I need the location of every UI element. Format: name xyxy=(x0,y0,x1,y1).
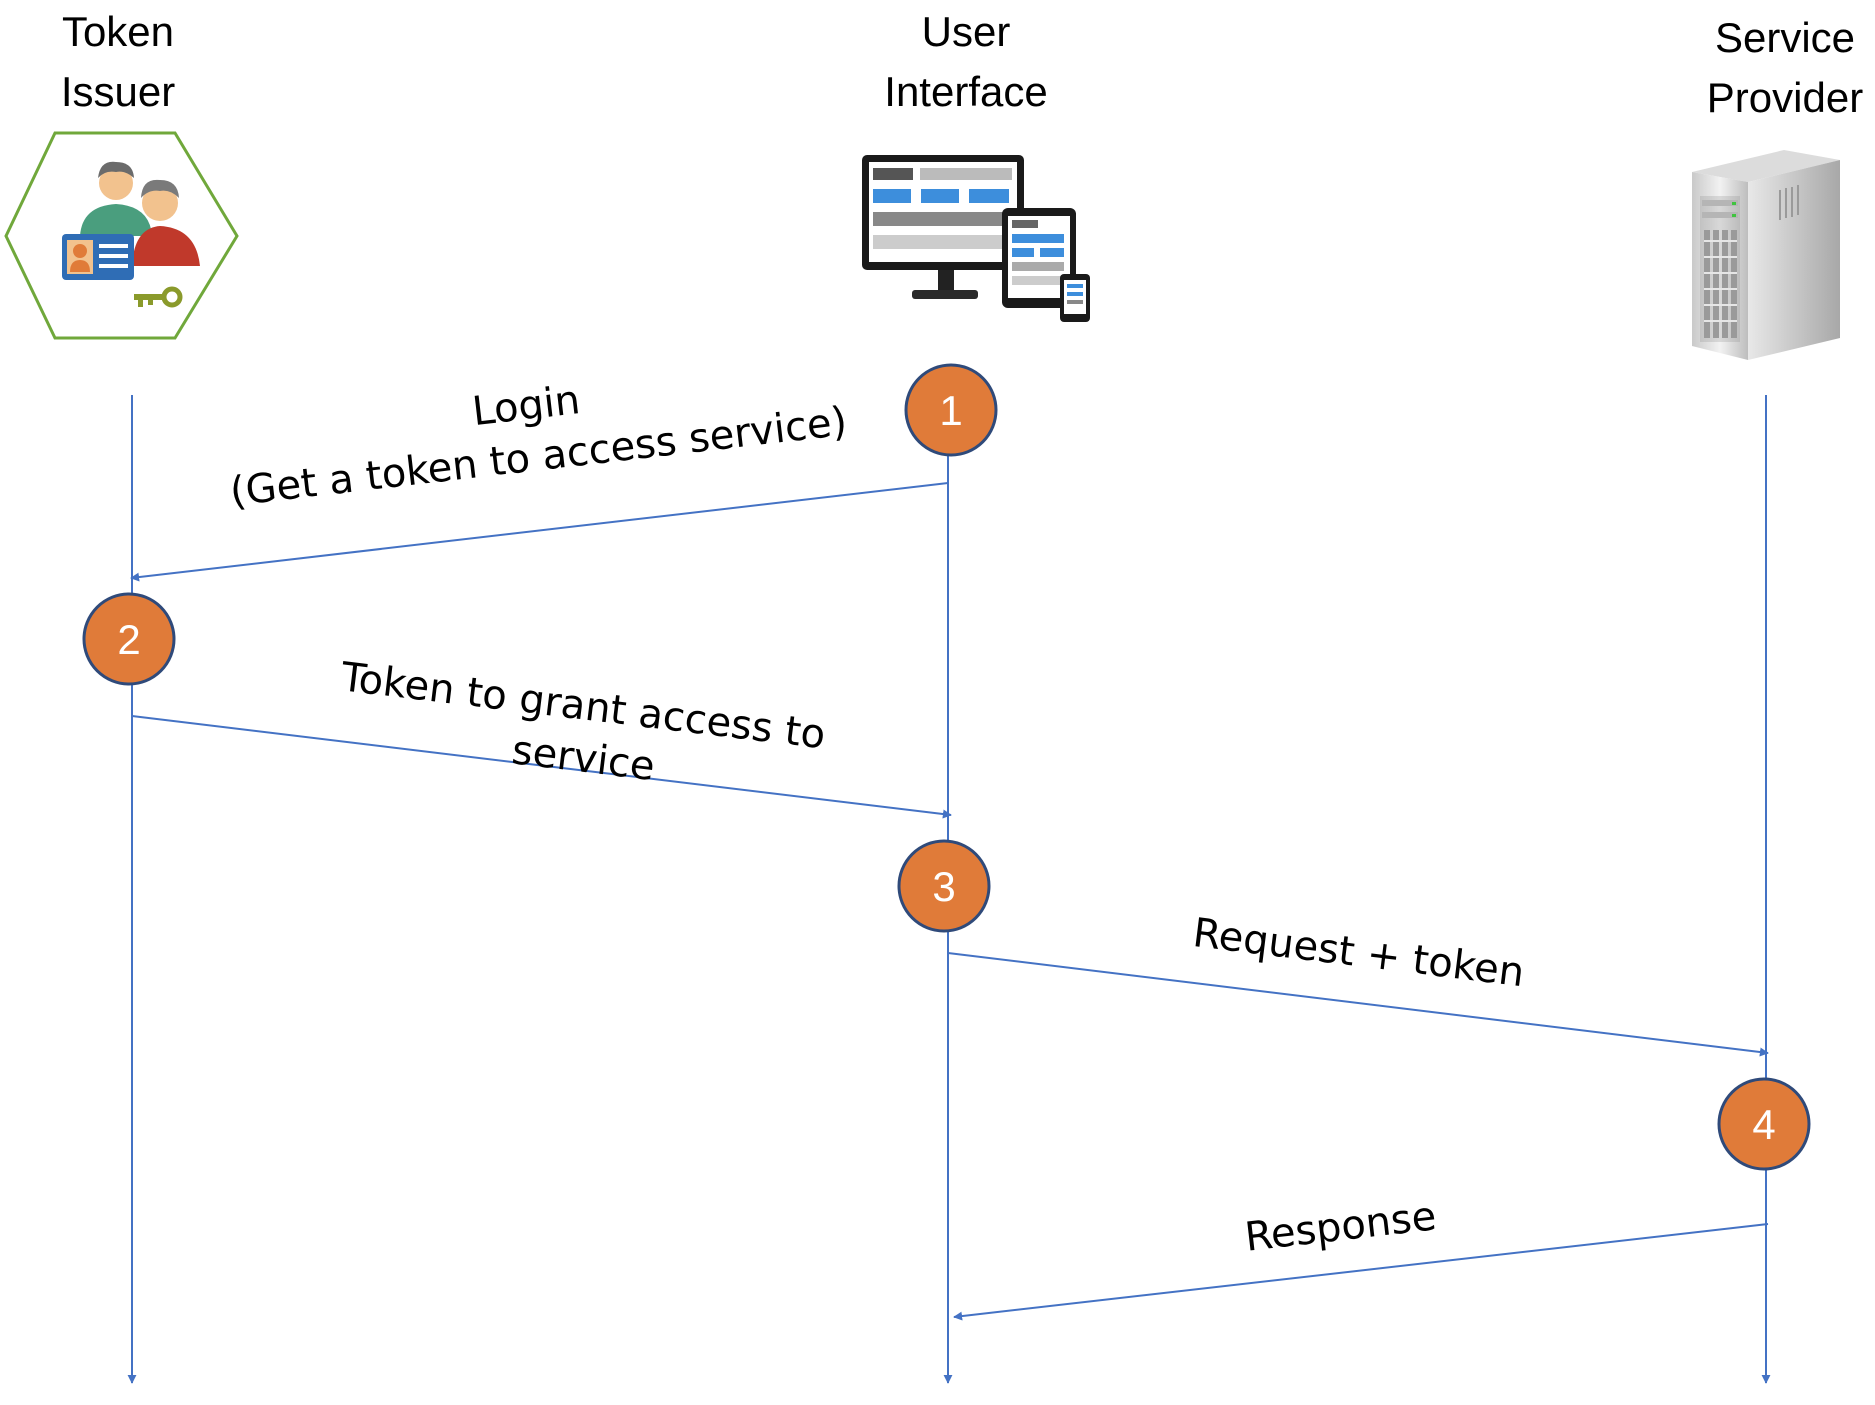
step-marker-3: 3 xyxy=(897,839,991,933)
actor-title-line: Provider xyxy=(1706,74,1864,121)
step-marker-4: 4 xyxy=(1717,1077,1811,1171)
step-number: 1 xyxy=(939,387,962,434)
step-number: 4 xyxy=(1752,1101,1775,1148)
devices-icon xyxy=(862,155,1090,322)
message-arrow-1 xyxy=(130,482,949,582)
actor-title-service-provider: Service Provider xyxy=(1675,8,1875,128)
actor-title-line: Token xyxy=(61,8,175,55)
message-label-1: Login (Get a token to access service) xyxy=(222,347,850,516)
actor-title-line: User xyxy=(921,8,1011,55)
message-label-line: service xyxy=(509,727,657,790)
message-label-line: Login xyxy=(470,377,582,435)
step-marker-2: 2 xyxy=(82,592,176,686)
message-label-2: Token to grant access to service xyxy=(331,654,840,811)
step-marker-1: 1 xyxy=(904,363,998,457)
message-label-4: Response xyxy=(1242,1193,1438,1260)
step-number: 3 xyxy=(932,863,955,910)
actor-title-user-interface: User Interface xyxy=(846,2,1086,122)
message-arrow-4 xyxy=(953,1223,1769,1321)
actor-title-line: Issuer xyxy=(60,68,176,115)
actor-title-line: Service xyxy=(1714,14,1856,61)
message-arrow-3 xyxy=(947,952,1769,1057)
message-label-line: Request + token xyxy=(1190,910,1526,996)
message-arrow-2 xyxy=(131,715,952,819)
message-label-line: Response xyxy=(1242,1193,1438,1260)
users-id-card-key-icon xyxy=(4,131,239,340)
server-icon xyxy=(1692,150,1840,360)
message-label-3: Request + token xyxy=(1190,910,1526,996)
actor-title-token-issuer: Token Issuer xyxy=(18,2,218,122)
actor-title-line: Interface xyxy=(884,68,1048,115)
step-number: 2 xyxy=(117,616,140,663)
